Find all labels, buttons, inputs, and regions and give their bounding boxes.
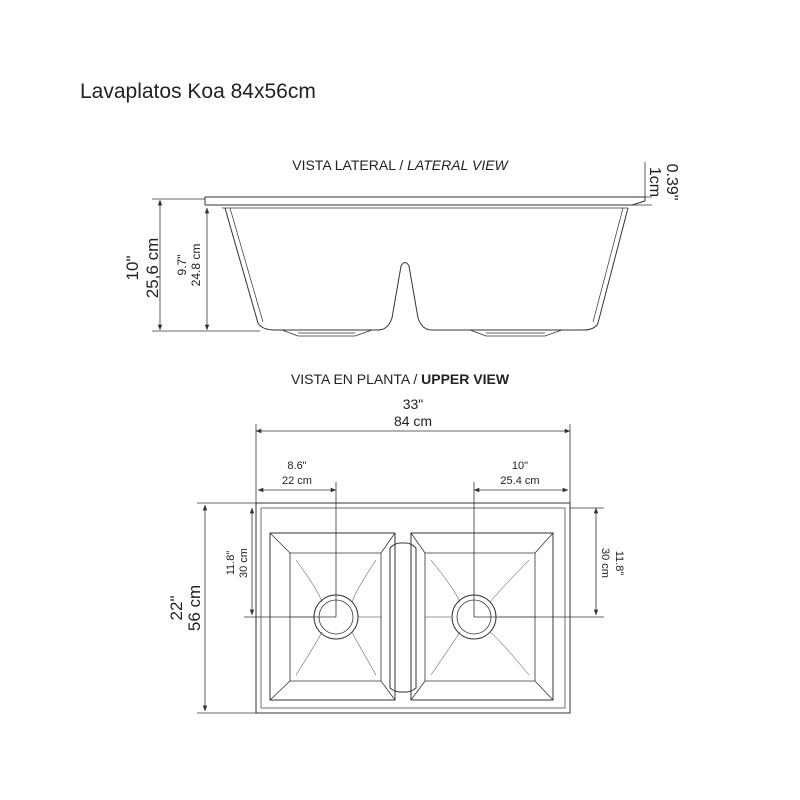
width-cm-label: 84 cm	[394, 413, 432, 429]
dimension-total-height	[152, 198, 260, 332]
sink-rim-side	[204, 196, 646, 209]
sink-bowl-profile	[224, 207, 629, 331]
dimension-rim-thickness	[632, 162, 652, 206]
lateral-view-heading-es: VISTA LATERAL	[292, 157, 396, 173]
dimension-left-drain-offset	[257, 482, 337, 617]
lateral-view-heading-separator: /	[395, 157, 408, 173]
right-drain-offset-in-label: 10"	[512, 460, 528, 472]
width-in-label: 33"	[403, 396, 424, 412]
bowl-divider	[389, 542, 417, 693]
upper-view-drawing	[255, 502, 571, 714]
upper-view-heading-es: VISTA EN PLANTA	[290, 371, 410, 387]
upper-view-heading-en: UPPER VIEW	[421, 371, 510, 387]
lateral-view-drawing	[204, 196, 646, 337]
lateral-view-heading: VISTA LATERAL / LATERAL VIEW	[0, 157, 800, 173]
rim-thickness-in-label: 0.39"	[663, 164, 680, 201]
total-height-cm-label: 25,6 cm	[143, 238, 162, 298]
page-title: Lavaplatos Koa 84x56cm	[80, 80, 316, 103]
left-drain-depth-cm-label: 30 cm	[238, 548, 250, 578]
left-drain-offset-in-label: 8.6"	[287, 460, 306, 472]
bowl-depth-cm-label: 24.8 cm	[189, 244, 203, 287]
depth-cm-label: 56 cm	[185, 585, 204, 631]
right-drain-offset-cm-label: 25.4 cm	[500, 475, 539, 487]
depth-in-label: 22"	[167, 596, 186, 621]
dimension-right-drain-offset	[473, 482, 569, 617]
bowl-left-plan	[269, 532, 396, 701]
upper-view-heading-separator: /	[409, 371, 422, 387]
rim-thickness-cm-label: 1cm	[646, 167, 663, 197]
upper-view-heading: VISTA EN PLANTA / UPPER VIEW	[0, 371, 800, 387]
total-height-in-label: 10"	[123, 256, 142, 281]
dimension-depth	[197, 502, 256, 714]
right-drain-depth-cm-label: 30 cm	[599, 548, 611, 578]
bowl-right-plan	[410, 532, 554, 701]
dimension-width	[255, 424, 571, 503]
left-drain-depth-in-label: 11.8"	[225, 551, 237, 576]
drain-profile-right	[469, 329, 563, 337]
lateral-view-heading-en: LATERAL VIEW	[407, 157, 508, 173]
right-drain-depth-in-label: 11.8"	[613, 551, 625, 576]
drain-profile-left	[281, 329, 373, 337]
dimension-left-drain-depth	[244, 507, 336, 618]
dimension-right-drain-depth	[474, 507, 604, 618]
sink-outer-rim	[255, 502, 571, 714]
bowl-depth-in-label: 9.7"	[175, 255, 189, 276]
left-drain-offset-cm-label: 22 cm	[282, 475, 312, 487]
